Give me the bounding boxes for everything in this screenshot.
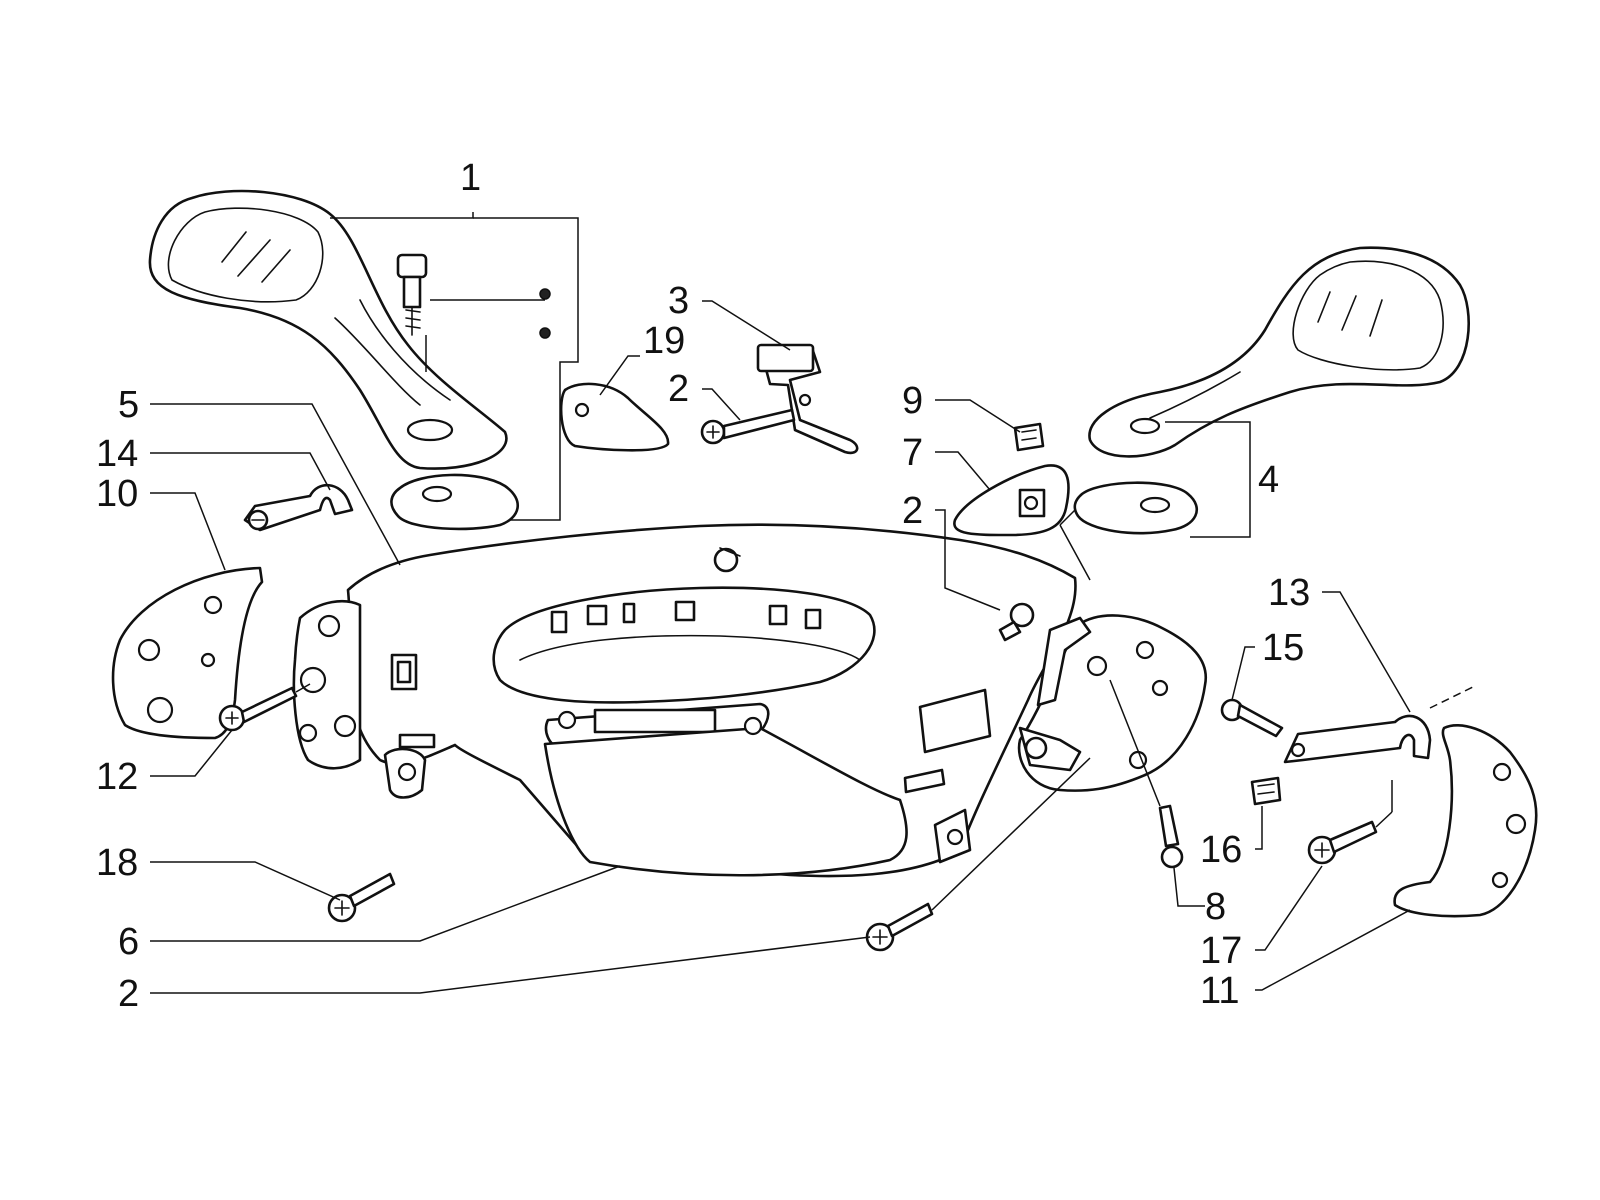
callout-18: 18 [96,842,138,884]
callout-9: 9 [902,380,923,422]
callout-6: 6 [118,921,139,963]
cover-screw-lower [1158,804,1184,869]
callout-5: 5 [118,384,139,426]
callout-1: 1 [460,157,481,199]
callout-7: 7 [902,432,923,474]
cover-plate [559,382,670,452]
callout-2-mid: 2 [902,490,923,532]
callout-8: 8 [1205,886,1226,928]
callout-12: 12 [96,756,138,798]
cable-bracket [756,343,859,455]
small-clip [1013,422,1045,452]
cover-screw-upper [998,602,1035,642]
right-mirror-base [1073,481,1199,535]
callout-14: 14 [96,433,138,475]
clamp-bracket [243,483,354,532]
end-cover-screw-left [218,683,311,732]
right-mirror [1088,246,1470,458]
left-end-cover [111,566,264,740]
callout-11: 11 [1200,970,1239,1012]
callout-4: 4 [1258,459,1279,501]
callout-17: 17 [1200,930,1242,972]
callout-19: 19 [643,320,685,362]
callout-2-upper: 2 [668,368,689,410]
mirror-cover-cap [953,464,1070,537]
callout-3: 3 [668,280,689,322]
callout-16: 16 [1200,829,1242,871]
loose-screw-2 [865,757,1091,952]
bracket-screw-right [1220,698,1284,738]
bracket-screw [700,408,796,445]
end-cover-screw-right [1307,820,1378,865]
mirror-bolt [396,253,428,372]
callout-2-lower: 2 [118,973,139,1015]
right-end-cover [1393,723,1538,918]
loose-screw-18 [327,872,396,923]
callout-13: 13 [1268,572,1310,614]
leader-lines [150,212,1476,994]
handlebar-cover-upper [292,523,1077,878]
end-bracket-right [1283,714,1432,764]
left-mirror [148,189,508,470]
callout-labels: 1 3 19 2 5 14 10 12 18 6 2 9 7 2 4 13 15… [96,157,1310,1015]
speed-nut-clip [1250,776,1282,806]
callout-15: 15 [1262,627,1304,669]
handlebar-cover-right-end [1017,614,1208,792]
left-mirror-base [390,473,520,531]
callout-10: 10 [96,473,138,515]
